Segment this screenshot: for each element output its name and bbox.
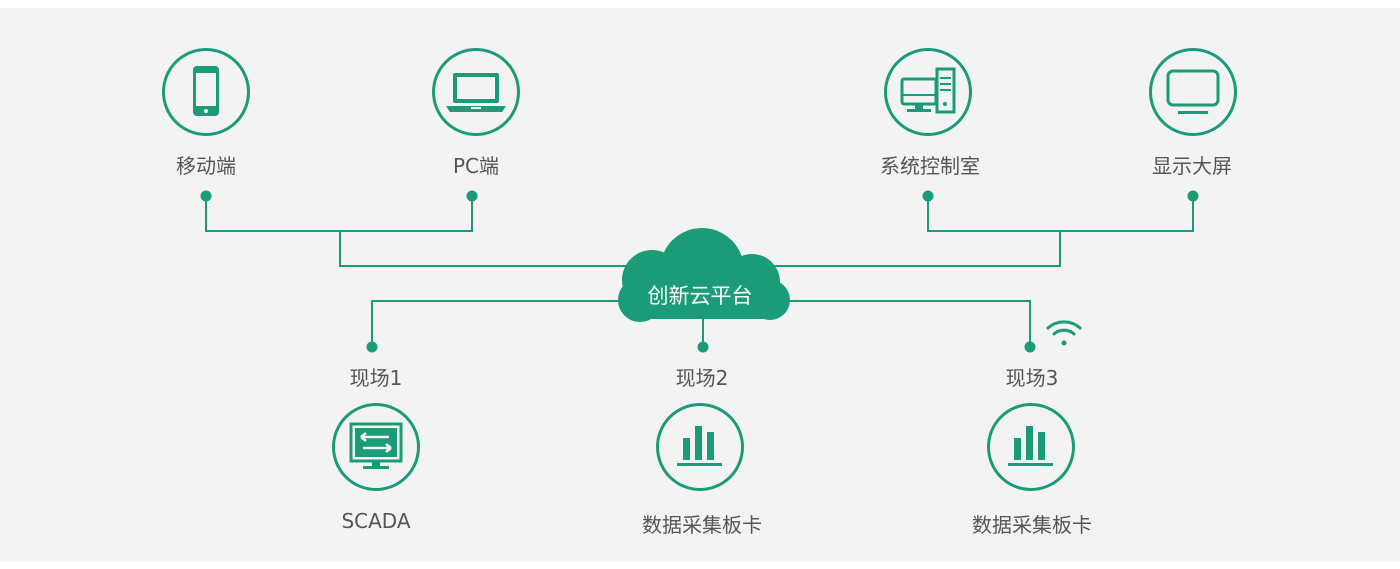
monitor-icon	[1166, 69, 1220, 114]
pc-label: PC端	[452, 154, 500, 178]
daq-card-node-2	[987, 403, 1075, 491]
desktop-computer-icon	[900, 67, 956, 114]
cloud-platform-label: 创新云平台	[647, 284, 753, 308]
laptop-icon	[446, 73, 506, 112]
scada-monitor-icon	[349, 422, 403, 469]
line-displays-to-cloud	[770, 231, 1061, 267]
control-room-node	[884, 48, 972, 136]
display-screen-label: 显示大屏	[1152, 154, 1232, 178]
site2-label: 现场2	[675, 366, 729, 390]
mobile-phone-icon	[193, 66, 219, 116]
mobile-node	[162, 48, 250, 136]
control-room-label: 系统控制室	[880, 154, 980, 178]
site3-label: 现场3	[1005, 366, 1059, 390]
dot-site1	[366, 341, 378, 353]
scada-label: SCADA	[341, 509, 411, 533]
line-clients-to-cloud	[339, 231, 640, 267]
line-mobile-pc	[205, 196, 473, 232]
daq-card-label-1: 数据采集板卡	[642, 513, 762, 537]
bar-chart-icon	[677, 426, 722, 466]
dot-mobile	[200, 190, 212, 202]
scada-node	[332, 403, 420, 491]
bar-chart-icon	[1008, 426, 1053, 466]
dot-pc	[466, 190, 478, 202]
dot-site2	[697, 341, 709, 353]
pc-node	[432, 48, 520, 136]
display-screen-node	[1149, 48, 1237, 136]
mobile-label: 移动端	[176, 154, 236, 178]
line-site3	[780, 300, 1031, 347]
line-site1	[371, 300, 620, 347]
cloud-icon	[618, 228, 790, 322]
dot-site3	[1024, 341, 1036, 353]
wifi-icon	[1046, 320, 1082, 346]
dot-screen	[1187, 190, 1199, 202]
dot-control-room	[922, 190, 934, 202]
daq-card-label-2: 数据采集板卡	[972, 513, 1092, 537]
line-control-screen	[927, 196, 1194, 232]
daq-card-node-1	[656, 403, 744, 491]
site1-label: 现场1	[349, 366, 403, 390]
